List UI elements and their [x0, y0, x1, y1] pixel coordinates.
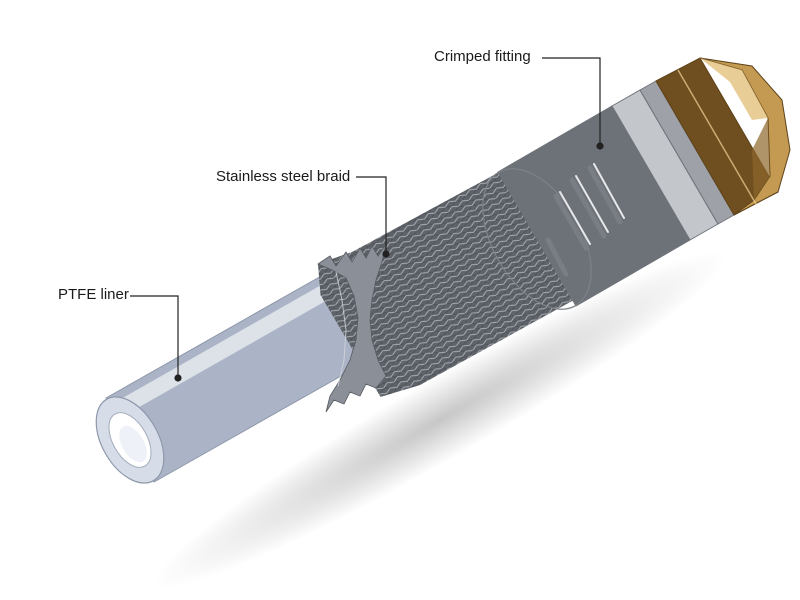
- label-crimped-fitting: Crimped fitting: [434, 48, 531, 65]
- leader-ptfe-liner: [130, 295, 179, 378]
- callout-leaders: [130, 57, 604, 382]
- ground-shadow: [153, 251, 727, 589]
- label-ptfe-liner: PTFE liner: [58, 286, 129, 303]
- brass-hex-nut: [655, 57, 791, 216]
- leader-crimped-fitting: [542, 57, 601, 146]
- ptfe-liner: [95, 261, 395, 484]
- crimped-fitting: [482, 80, 735, 310]
- leader-stainless-braid: [356, 176, 387, 254]
- label-stainless-steel-braid: Stainless steel braid: [216, 168, 351, 185]
